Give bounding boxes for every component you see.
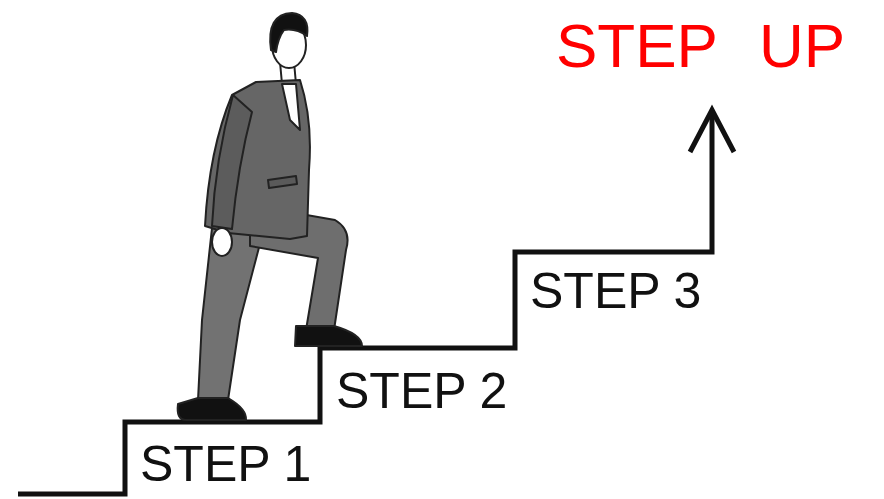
back-leg — [198, 228, 262, 400]
jacket — [205, 80, 310, 239]
front-shoe — [295, 326, 362, 346]
arm — [212, 95, 252, 229]
step-label: STEP 3 — [530, 266, 701, 316]
heading-label: STEP UP — [556, 15, 845, 77]
back-shoe — [178, 398, 246, 420]
hair — [270, 13, 307, 52]
hand — [212, 228, 232, 256]
staircase-line — [18, 112, 712, 494]
shirt-collar — [282, 84, 300, 130]
jacket-pocket — [268, 176, 297, 188]
step-label: STEP 1 — [140, 439, 311, 489]
arrow-head — [690, 110, 734, 152]
step-label: STEP 2 — [336, 366, 507, 416]
businessman-figure — [178, 13, 362, 420]
